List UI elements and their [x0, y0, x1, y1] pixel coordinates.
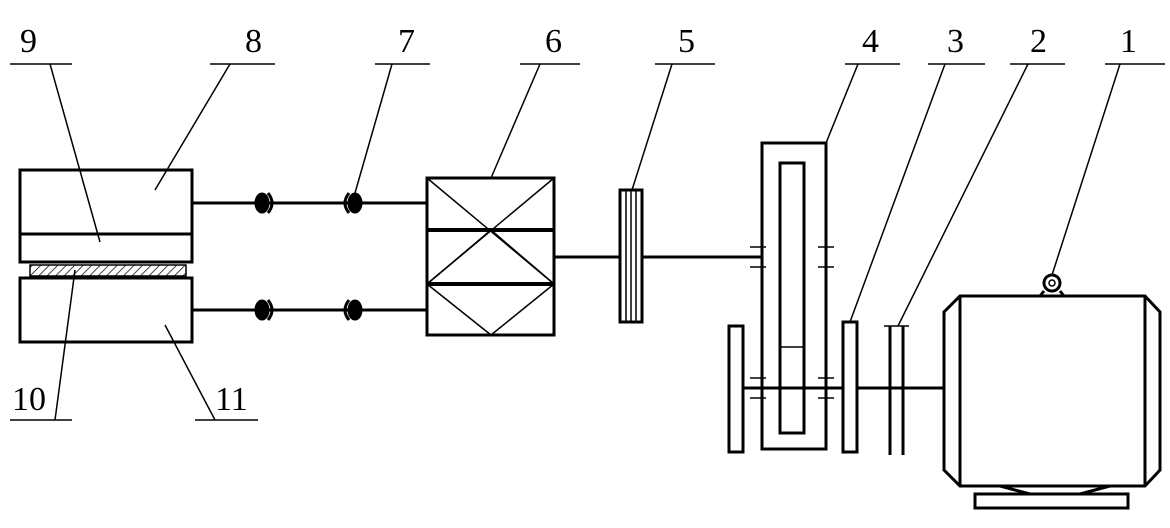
label-1: 1 [1120, 23, 1137, 60]
label-6: 6 [545, 23, 562, 60]
label-9: 9 [20, 23, 37, 60]
motor-1 [942, 273, 1162, 510]
clutch-2 [884, 325, 909, 455]
label-2: 2 [1030, 23, 1047, 60]
label-7: 7 [398, 23, 415, 60]
flywheel-left [727, 324, 745, 454]
upper-block-8 [18, 168, 194, 236]
leader-lines [10, 63, 1165, 421]
specimen-layer-10 [29, 264, 187, 277]
upper-plate-9 [18, 232, 194, 264]
gear-reducer-4 [750, 141, 834, 451]
flywheel-3 [841, 320, 859, 454]
label-4: 4 [862, 23, 879, 60]
label-11: 11 [215, 381, 248, 418]
label-10: 10 [12, 381, 46, 418]
lower-shaft [192, 299, 428, 321]
gearbox-6 [425, 176, 556, 337]
upper-shaft [192, 192, 428, 214]
coupling-5 [618, 188, 644, 324]
label-8: 8 [245, 23, 262, 60]
label-3: 3 [947, 23, 964, 60]
label-5: 5 [678, 23, 695, 60]
lower-block-11 [18, 276, 194, 344]
